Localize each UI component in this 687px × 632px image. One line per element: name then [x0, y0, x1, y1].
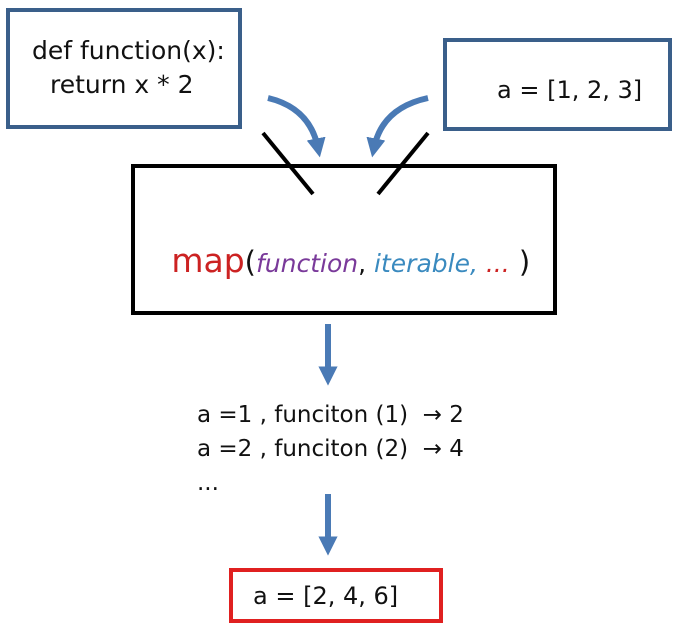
result-box: a = [2, 4, 6]	[229, 568, 443, 623]
function-return-line: return x * 2	[50, 70, 194, 99]
function-def-line: def function(x):	[32, 36, 225, 65]
function-input-arrow	[267, 95, 326, 158]
map-arg-function: function	[256, 249, 359, 278]
iterable-input-arrow	[366, 95, 429, 158]
map-arg-more: ...	[477, 249, 510, 278]
map-function-box: map(function, iterable, ... )	[131, 164, 557, 315]
step-ellipsis: ...	[197, 470, 219, 496]
funnel-left-slash	[261, 131, 315, 196]
function-definition-box: def function(x): return x * 2	[6, 8, 242, 129]
map-close-paren: )	[509, 245, 531, 279]
result-value: a = [2, 4, 6]	[253, 582, 399, 610]
iterable-value: a = [1, 2, 3]	[497, 76, 643, 104]
map-name: map	[171, 241, 245, 280]
map-arg-separator: ,	[358, 249, 375, 278]
map-arg-iterable: iterable,	[374, 249, 478, 278]
map-call-expression: map(function, iterable, ... )	[151, 222, 530, 299]
map-open-paren: (	[244, 245, 256, 279]
step-2: a =2 , funciton (2) → 4	[197, 436, 464, 462]
funnel-right-slash	[376, 131, 430, 196]
iterable-definition-box: a = [1, 2, 3]	[443, 38, 672, 131]
step-1: a =1 , funciton (1) → 2	[197, 402, 464, 428]
